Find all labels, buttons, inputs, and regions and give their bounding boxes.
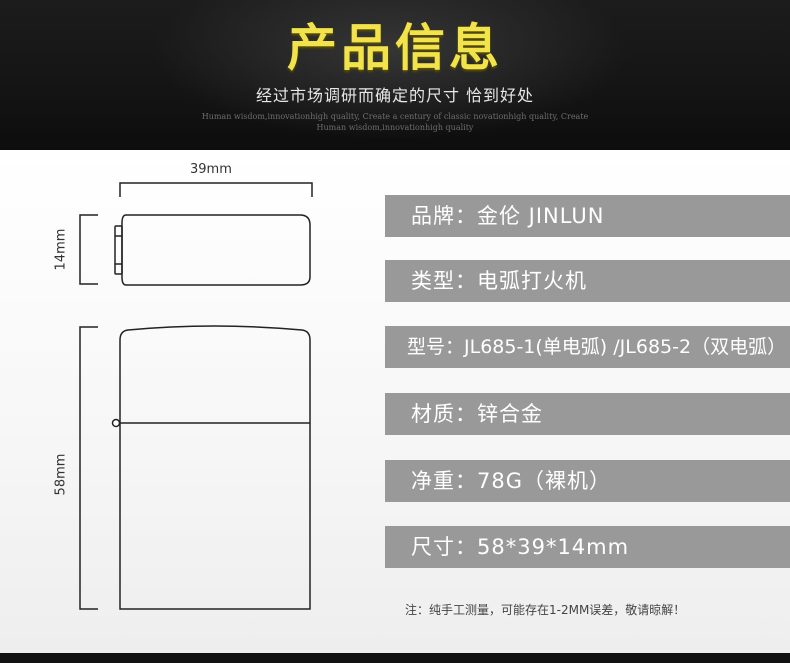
spec-weight: 净重：78G（裸机）	[385, 460, 790, 502]
measurement-note: 注：纯手工测量，可能存在1-2MM误差，敬请晾解！	[405, 603, 686, 617]
page-title: 产品信息	[287, 19, 503, 77]
header-banner: 产品信息 经过市场调研而确定的尺寸 恰到好处 Human wisdom,inno…	[0, 0, 790, 150]
page-subtitle: 经过市场调研而确定的尺寸 恰到好处	[255, 86, 535, 105]
spec-material: 材质：锌合金	[385, 393, 790, 435]
width-dimension-line	[119, 182, 313, 197]
spec-model: 型号：JL685-1(单电弧) /JL685-2（双电弧）	[385, 326, 790, 368]
header-glow	[150, 0, 630, 140]
english-tagline-1: Human wisdom,innovationhigh quality, Cre…	[201, 112, 589, 121]
lighter-dimension-drawing	[79, 182, 313, 610]
spec-brand: 品牌：金伦 JINLUN	[385, 195, 790, 237]
lighter-hinge	[114, 225, 123, 275]
english-tagline-2: Human wisdom,innovationhigh quality	[316, 123, 474, 132]
lighter-front-view	[119, 325, 311, 610]
width-label: 39mm	[190, 162, 232, 177]
bottom-bar	[0, 653, 790, 663]
spec-type: 类型：电弧打火机	[385, 260, 790, 302]
depth-label: 14mm	[53, 228, 69, 271]
height-dimension-line	[79, 326, 98, 610]
height-label: 58mm	[53, 453, 69, 496]
lighter-top-view	[121, 214, 311, 286]
depth-dimension-line	[79, 214, 98, 285]
hinge-pin	[111, 418, 121, 428]
spec-size: 尺寸：58*39*14mm	[385, 526, 790, 568]
